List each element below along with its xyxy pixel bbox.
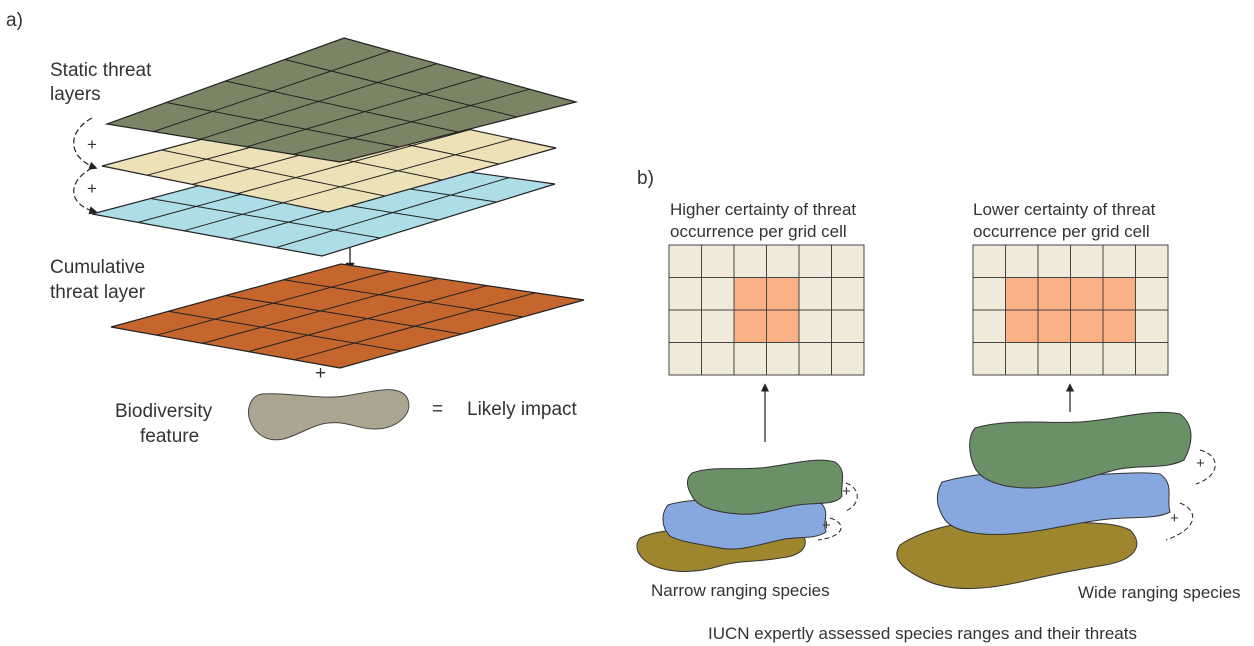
likely-impact-label: Likely impact: [467, 399, 578, 420]
left-grid-cell: [831, 309, 865, 343]
narrow-range-green: [687, 459, 844, 515]
equals-sign: =: [432, 399, 443, 420]
right-grid-cell: [1135, 244, 1169, 278]
right-grid-cell: [1070, 342, 1104, 376]
narrow-add-arrow-2: [817, 517, 842, 541]
right-grid-cell: [1135, 342, 1169, 376]
left-grid-cell: [798, 309, 832, 343]
cumulative-layer-plane: [110, 263, 585, 369]
left-grid-cell: [733, 244, 767, 278]
left-grid-cell: [701, 342, 735, 376]
left-grid-cell: [733, 342, 767, 376]
right-grid-cell: [1037, 244, 1071, 278]
narrow-plus-1: +: [842, 483, 851, 500]
right-grid-threat-cell: [1070, 309, 1104, 343]
right-grid-cell: [972, 244, 1006, 278]
add-arrow-1: [73, 117, 98, 170]
biodiversity-feature-line2: feature: [140, 426, 199, 447]
left-grid-cell: [766, 342, 800, 376]
left-grid-cell: [668, 309, 702, 343]
plus-sign-2: +: [87, 179, 97, 198]
left-grid-cell: [831, 244, 865, 278]
cumulative-layer-gridline-row: [283, 279, 524, 318]
left-grid-threat-cell: [766, 309, 800, 343]
left-grid-cell: [668, 342, 702, 376]
left-grid-cell: [701, 309, 735, 343]
left-grid-cell: [668, 244, 702, 278]
right-threat-grid: [972, 244, 1169, 376]
left-grid-title-line2: occurrence per grid cell: [670, 222, 847, 241]
green-layer-gridline-row: [284, 59, 518, 118]
right-grid-cell: [972, 342, 1006, 376]
left-grid-cell: [831, 277, 865, 311]
right-grid-title-line1: Lower certainty of threat: [973, 200, 1156, 219]
right-grid-title-line2: occurrence per grid cell: [973, 222, 1150, 241]
cumulative-layer-gridline-row: [225, 295, 463, 335]
wide-plus-2: +: [1170, 510, 1179, 527]
left-grid-cell: [798, 244, 832, 278]
wide-range-green: [969, 411, 1192, 489]
panel-a-label: a): [6, 10, 23, 31]
left-grid-threat-cell: [733, 277, 767, 311]
right-grid-cell: [1135, 309, 1169, 343]
wide-add-arrow-1: [1195, 449, 1216, 485]
left-grid-cell: [798, 277, 832, 311]
right-grid-threat-cell: [1102, 309, 1136, 343]
narrow-ranging-label: Narrow ranging species: [651, 581, 830, 600]
left-grid-threat-cell: [766, 277, 800, 311]
right-grid-threat-cell: [1070, 277, 1104, 311]
right-grid-cell: [972, 277, 1006, 311]
plus-sign-1: +: [87, 135, 97, 154]
wide-plus-1: +: [1196, 455, 1205, 472]
add-arrow-2: [73, 167, 98, 215]
green-layer-gridline-row: [166, 102, 400, 148]
static-layers-title-line1: Static threat: [50, 60, 152, 81]
plus-sign-feature: +: [315, 363, 326, 384]
narrow-add-arrow-1: [845, 482, 858, 512]
panel-b-label: b): [637, 168, 654, 189]
left-grid-threat-cell: [733, 309, 767, 343]
right-grid-threat-cell: [1037, 309, 1071, 343]
right-grid-cell: [1135, 277, 1169, 311]
right-grid-cell: [1102, 244, 1136, 278]
right-grid-cell: [1070, 244, 1104, 278]
right-grid-threat-cell: [1037, 277, 1071, 311]
right-grid-cell: [972, 309, 1006, 343]
narrow-plus-2: +: [822, 517, 831, 534]
right-grid-cell: [1005, 244, 1039, 278]
right-grid-cell: [1005, 342, 1039, 376]
static-layers-title-line2: layers: [50, 84, 101, 105]
left-grid-cell: [798, 342, 832, 376]
cumulative-title-line1: Cumulative: [50, 257, 145, 278]
cumulative-title-line2: threat layer: [50, 282, 146, 303]
left-grid-cell: [668, 277, 702, 311]
right-grid-cell: [1102, 342, 1136, 376]
cumulative-threat-layer: [110, 263, 585, 369]
figure-caption: IUCN expertly assessed species ranges an…: [708, 624, 1137, 643]
left-grid-title-line1: Higher certainty of threat: [670, 200, 856, 219]
blue-layer-gridline-row: [150, 198, 381, 239]
right-grid-threat-cell: [1005, 309, 1039, 343]
static-layer-green: [104, 37, 579, 163]
biodiversity-feature-shape: [248, 389, 410, 441]
left-grid-cell: [766, 244, 800, 278]
right-grid-threat-cell: [1005, 277, 1039, 311]
beige-layer-gridline-row: [161, 149, 386, 197]
left-grid-cell: [701, 277, 735, 311]
green-layer-gridline-row: [225, 80, 459, 133]
wide-add-arrow-2: [1165, 502, 1194, 541]
right-grid-threat-cell: [1102, 277, 1136, 311]
wide-ranging-label: Wide ranging species: [1078, 583, 1241, 602]
biodiversity-feature-line1: Biodiversity: [115, 401, 213, 422]
left-threat-grid: [668, 244, 865, 376]
cumulative-layer-gridline-row: [168, 310, 402, 352]
left-grid-cell: [831, 342, 865, 376]
right-grid-cell: [1037, 342, 1071, 376]
left-grid-cell: [701, 244, 735, 278]
